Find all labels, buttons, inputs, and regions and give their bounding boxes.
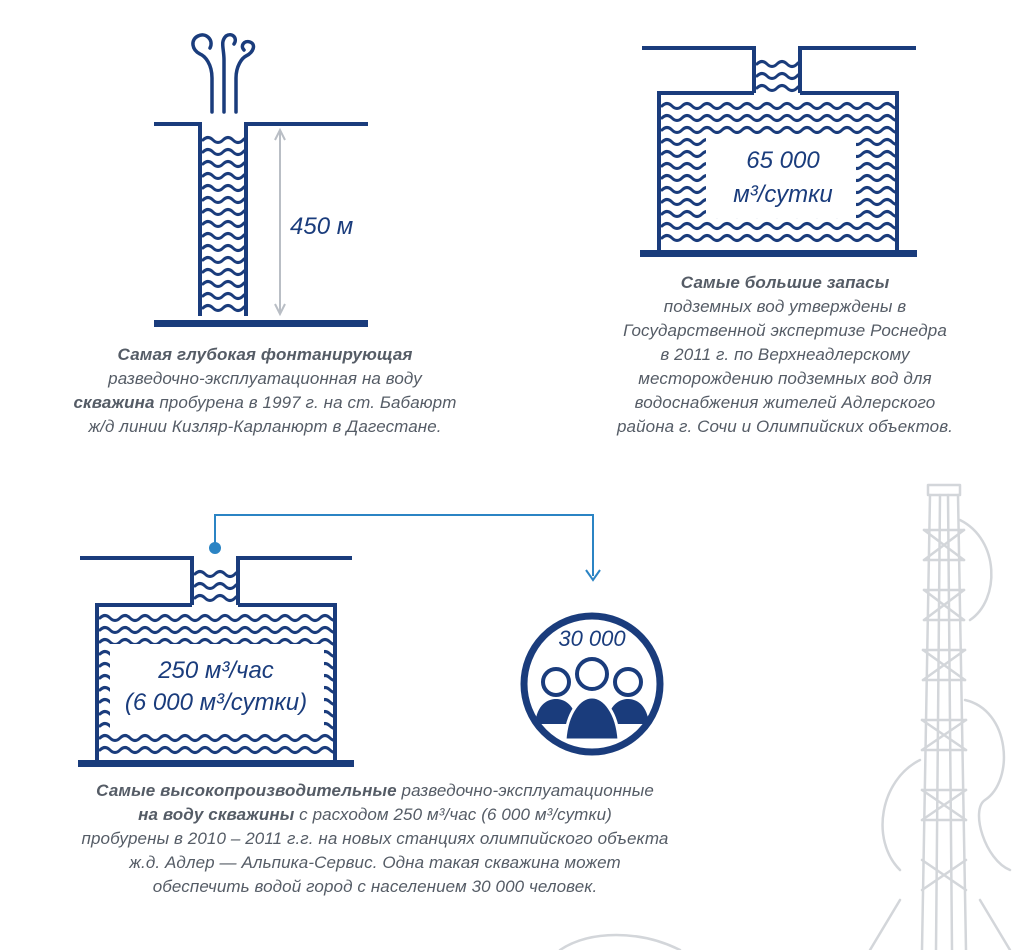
caption-line: Государственной экспертизе Роснедра xyxy=(623,321,947,340)
caption-line: района г. Сочи и Олимпийских объектов. xyxy=(616,417,953,436)
reserves-caption: Самые большие запасы подземных вод утвер… xyxy=(555,271,1015,439)
caption-line: ж/д линии Кизляр-Карланюрт в Дагестане. xyxy=(88,417,442,436)
productive-value-line2: (6 000 м³/сутки) xyxy=(125,689,307,716)
caption-line: ж.д. Адлер — Альпика-Сервис. Одна такая … xyxy=(129,853,621,872)
well-depth-caption: Самая глубокая фонтанирующая разведочно-… xyxy=(20,343,510,439)
fountain-well-icon xyxy=(154,32,368,327)
reserves-value-line2: м³/сутки xyxy=(733,181,833,208)
productive-caption: Самые высокопроизводительные разведочно-… xyxy=(15,779,735,899)
reserves-value-line1: 65 000 xyxy=(746,147,820,174)
depth-arrow xyxy=(274,127,286,317)
caption-line: обеспечить водой город с населением 30 0… xyxy=(152,877,598,896)
caption-line: в 2011 г. по Верхнеадлерскому xyxy=(660,345,910,364)
caption-line: разведочно-эксплуатационные xyxy=(396,781,654,800)
productive-reservoir-icon xyxy=(78,556,354,767)
productive-value-line1: 250 м³/час xyxy=(157,657,274,684)
caption-line: подземных вод утверждены в xyxy=(663,297,907,316)
caption-line: пробурены в 2010 – 2011 г.г. на новых ст… xyxy=(81,829,669,848)
connector-arrow xyxy=(214,514,601,582)
caption-line: с расходом 250 м³/час (6 000 м³/сутки) xyxy=(294,805,612,824)
caption-line: разведочно-эксплуатационная на воду xyxy=(108,369,422,388)
caption-line: месторождению подземных вод для xyxy=(638,369,932,388)
depth-label: 450 м xyxy=(290,213,353,240)
caption-line: водоснабжения жителей Адлерского xyxy=(634,393,936,412)
caption-bold: скважина xyxy=(73,393,155,412)
caption-bold: на воду скважины xyxy=(138,805,295,824)
caption-bold: Самая глубокая фонтанирующая xyxy=(117,345,413,364)
caption-bold: Самые большие запасы xyxy=(680,273,890,292)
caption-bold: Самые высокопроизводительные xyxy=(96,781,397,800)
people-count: 30 000 xyxy=(558,626,626,651)
aquifer-reservoir-icon xyxy=(640,46,917,257)
connector-dot xyxy=(209,542,221,554)
caption-line: пробурена в 1997 г. на ст. Бабаюрт xyxy=(154,393,457,412)
people-group-icon xyxy=(520,612,664,756)
drilling-rig-icon xyxy=(558,483,1012,950)
